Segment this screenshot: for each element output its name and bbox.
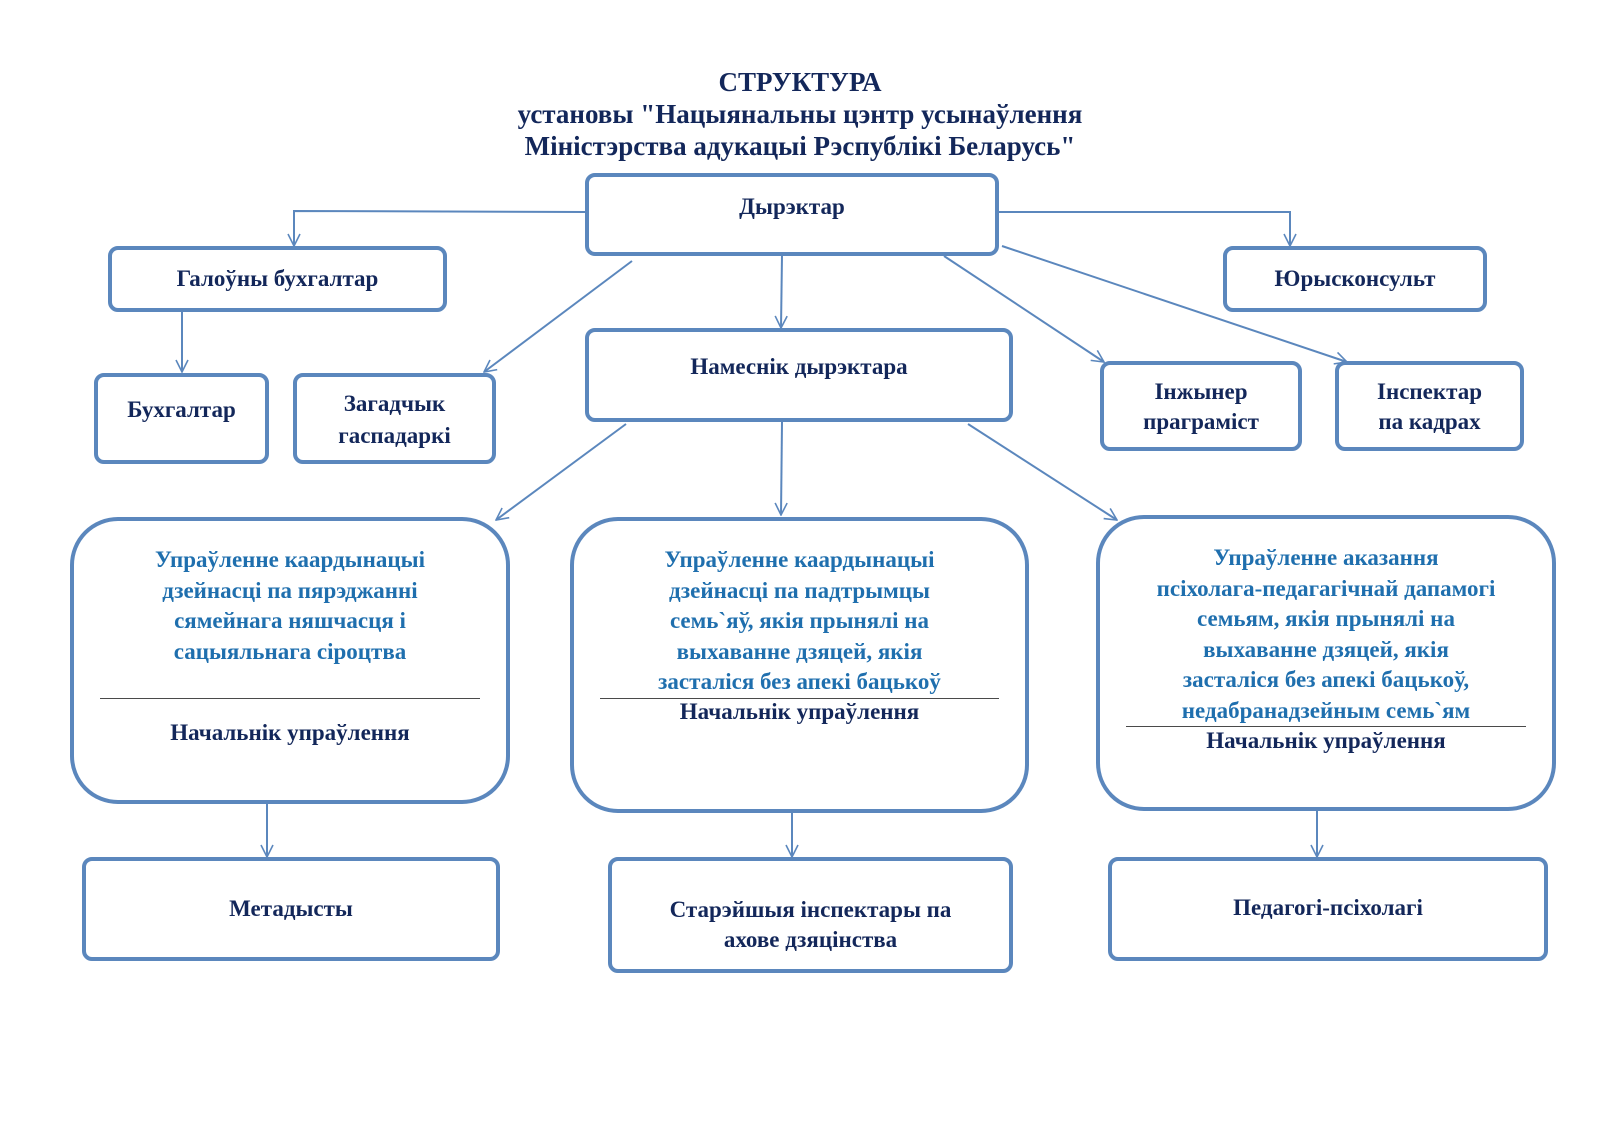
department-1-name-line: сацыяльнага сіроцтва xyxy=(173,638,407,664)
arrow-director-to-chief-accountant xyxy=(294,209,586,246)
chart-subtitle-line1: установы "Нацыянальны цэнтр усынаўлення xyxy=(517,99,1083,129)
node-director-label: Дырэктар xyxy=(739,194,845,219)
department-3-divider xyxy=(1126,726,1526,727)
department-3-name-line: семьям, якія прынялі на xyxy=(1197,606,1455,631)
staff-psychologists-label: Педагогі-псіхолагі xyxy=(1233,895,1423,920)
arrow-director-to-legal-advisor xyxy=(998,211,1290,246)
department-2: Упраўленне каардынацыі дзейнасці па падт… xyxy=(570,517,1029,813)
node-hr-inspector-line1: Інспектар xyxy=(1377,379,1482,404)
staff-senior-inspectors-line2: ахове дзяцінства xyxy=(723,927,898,952)
node-hr-inspector: Інспектар па кадрах xyxy=(1335,361,1524,451)
department-3-name-line: псіхолага-педагагічнай дапамогі xyxy=(1156,575,1496,601)
node-housekeeping-line2: гаспадаркі xyxy=(338,423,451,448)
node-deputy-director: Намеснік дырэктара xyxy=(585,328,1013,422)
node-housekeeping-head: Загадчык гаспадаркі xyxy=(293,373,496,464)
department-3-name-line: выхаванне дзяцей, якія xyxy=(1203,636,1449,662)
staff-psychologists: Педагогі-псіхолагі xyxy=(1108,857,1548,961)
node-engineer-line2: праграміст xyxy=(1143,409,1259,434)
chart-subtitle-line2: Міністэрства адукацыі Рэспублікі Беларус… xyxy=(524,131,1076,161)
node-chief-accountant: Галоўны бухгалтар xyxy=(108,246,447,312)
department-1-name: Упраўленне каардынацыі дзейнасці па пярэ… xyxy=(74,545,506,667)
department-1: Упраўленне каардынацыі дзейнасці па пярэ… xyxy=(70,517,510,804)
department-1-head: Начальнік упраўлення xyxy=(170,720,410,745)
department-1-name-line: Упраўленне каардынацыі xyxy=(155,547,425,572)
department-2-name: Упраўленне каардынацыі дзейнасці па падт… xyxy=(574,545,1025,698)
arrow-deputy-to-dept3 xyxy=(967,423,1117,520)
node-deputy-director-label: Намеснік дырэктара xyxy=(690,354,908,379)
department-2-name-line: семь`яў, якія прынялі на xyxy=(669,608,930,633)
node-legal-advisor-label: Юрысконсульт xyxy=(1274,266,1436,291)
department-3-name-line: засталіся без апекі бацькоў, xyxy=(1182,667,1470,692)
department-3-name: Упраўленне аказання псіхолага-педагагічн… xyxy=(1100,543,1552,726)
department-2-name-line: засталіся без апекі бацькоў xyxy=(658,669,941,694)
node-engineer-line1: Інжынер xyxy=(1154,379,1248,404)
department-2-divider xyxy=(600,698,999,699)
node-chief-accountant-label: Галоўны бухгалтар xyxy=(176,266,379,291)
department-3-name-line: Упраўленне аказання xyxy=(1213,545,1439,570)
department-1-name-line: дзейнасці па пярэджанні xyxy=(162,577,418,603)
department-2-head: Начальнік упраўлення xyxy=(679,699,920,724)
node-housekeeping-line1: Загадчык xyxy=(343,391,446,416)
staff-senior-inspectors: Старэйшыя інспектары па ахове дзяцінства xyxy=(608,857,1013,973)
node-director: Дырэктар xyxy=(585,173,999,256)
department-3: Упраўленне аказання псіхолага-педагагічн… xyxy=(1096,515,1556,811)
node-legal-advisor: Юрысконсульт xyxy=(1223,246,1487,312)
arrow-director-to-deputy xyxy=(781,254,782,328)
department-2-name-line: выхаванне дзяцей, якія xyxy=(676,638,923,664)
department-2-name-line: дзейнасці па падтрымцы xyxy=(668,577,931,603)
department-1-name-line: сямейнага няшчасця і xyxy=(174,608,406,633)
staff-methodologists-label: Метадысты xyxy=(229,896,353,921)
node-engineer-programmer: Інжынер праграміст xyxy=(1100,361,1302,451)
arrow-deputy-to-dept2 xyxy=(781,421,782,515)
node-hr-inspector-line2: па кадрах xyxy=(1378,409,1481,434)
staff-senior-inspectors-line1: Старэйшыя інспектары па xyxy=(669,897,952,922)
staff-methodologists: Метадысты xyxy=(82,857,500,961)
arrow-deputy-to-dept1 xyxy=(496,423,627,520)
chart-title: СТРУКТУРА xyxy=(718,67,882,97)
department-1-divider xyxy=(100,698,480,699)
department-3-name-line: недабранадзейным семь`ям xyxy=(1181,697,1471,723)
node-accountant: Бухгалтар xyxy=(94,373,269,464)
department-2-name-line: Упраўленне каардынацыі xyxy=(664,547,935,572)
node-accountant-label: Бухгалтар xyxy=(127,397,236,422)
department-3-head: Начальнік упраўлення xyxy=(1206,728,1446,753)
